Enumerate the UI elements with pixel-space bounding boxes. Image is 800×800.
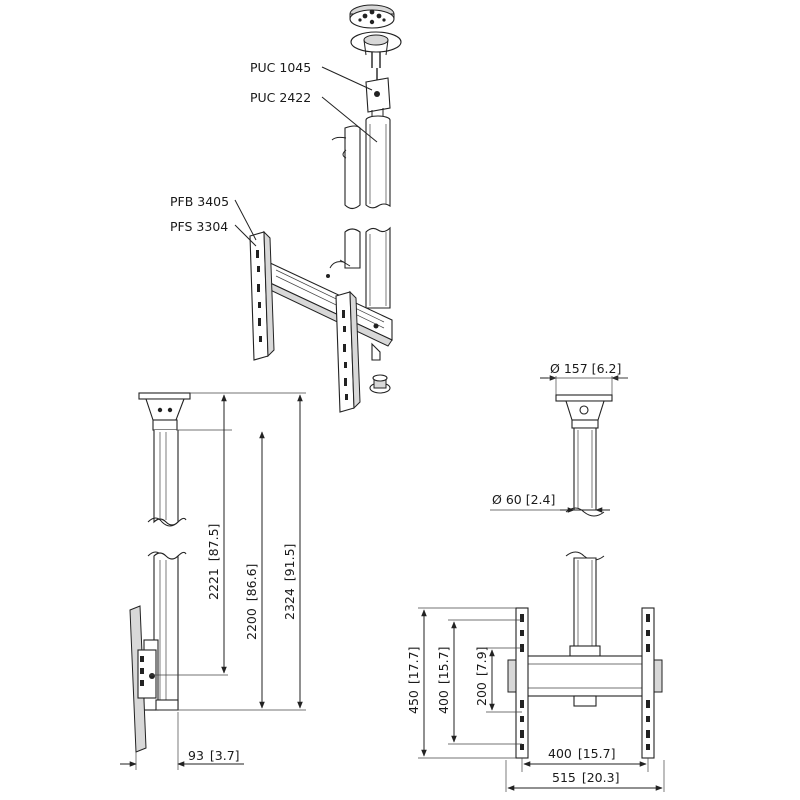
ceiling-plate-illustration <box>349 4 402 68</box>
dim-2324-mm: 2324 <box>282 588 297 620</box>
svg-text:200 [7.9]: 200 [7.9] <box>474 646 489 706</box>
dim-450-mm: 450 <box>406 690 421 714</box>
label-puc-1045: PUC 1045 <box>250 60 311 75</box>
front-view: Ø 157 [6.2] Ø 60 [2.4] <box>406 361 665 792</box>
dim-200-in: 7.9 <box>474 651 489 671</box>
dim-2200-mm: 2200 <box>244 608 259 640</box>
svg-text:2221 [87.5]: 2221 [87.5] <box>206 524 221 600</box>
svg-text:2200 [86.6]: 2200 [86.6] <box>244 564 259 640</box>
dim-2324-in: 91.5 <box>282 548 297 576</box>
label-pfs-3304: PFS 3304 <box>170 219 228 234</box>
coupling-puc-1045-illustration <box>365 68 391 118</box>
dim-200-mm: 200 <box>474 682 489 706</box>
dim-157-mm: 157 <box>564 361 588 376</box>
dim-60-in: 2.4 <box>531 492 551 507</box>
pole-upper-illustration <box>365 115 391 209</box>
front-strip-right <box>641 607 655 759</box>
dim-400v-in: 15.7 <box>436 651 451 679</box>
dim-515-in: 20.3 <box>587 770 615 785</box>
dia-symbol-60: Ø <box>492 492 502 507</box>
side-view: 2221 [87.5] 2200 [86.6] 2324 [91.5] 93 [… <box>120 392 306 770</box>
dim-450-in: 17.7 <box>406 651 421 679</box>
pole-lower-illustration <box>329 226 391 309</box>
dia-symbol-157: Ø <box>550 361 560 376</box>
svg-text:515 [20.3]: 515 [20.3] <box>552 770 619 785</box>
knob-illustration <box>369 374 391 394</box>
svg-text:400 [15.7]: 400 [15.7] <box>548 746 615 761</box>
dim-2221-mm: 2221 <box>206 568 221 600</box>
exploded-perspective-view: PUC 1045 PUC 2422 PFB 3405 PFS 3304 <box>170 4 402 413</box>
dim-93-in: 3.7 <box>215 748 235 763</box>
dim-157-in: 6.2 <box>597 361 617 376</box>
interface-strip-right-illustration <box>335 290 361 413</box>
label-pfb-3405: PFB 3405 <box>170 194 229 209</box>
cable-cover-upper-illustration <box>331 125 361 210</box>
svg-text:93 [3.7]: 93 [3.7] <box>188 748 240 763</box>
svg-text:Ø 60 [2.4]: Ø 60 [2.4] <box>492 492 555 507</box>
dim-2200-in: 86.6 <box>244 568 259 596</box>
svg-text:400 [15.7]: 400 [15.7] <box>436 647 451 714</box>
dim-2221-in: 87.5 <box>206 528 221 556</box>
front-strip-left <box>515 607 529 759</box>
svg-text:Ø 157 [6.2]: Ø 157 [6.2] <box>550 361 621 376</box>
svg-text:450 [17.7]: 450 [17.7] <box>406 647 421 714</box>
interface-strip-left-illustration <box>249 230 275 361</box>
dim-400v-mm: 400 <box>436 690 451 714</box>
svg-text:2324 [91.5]: 2324 [91.5] <box>282 544 297 620</box>
label-puc-2422: PUC 2422 <box>250 90 311 105</box>
side-ceiling-plate <box>138 392 191 400</box>
dim-515-mm: 515 <box>552 770 576 785</box>
dim-400h-in: 15.7 <box>583 746 611 761</box>
dim-400h-mm: 400 <box>548 746 572 761</box>
dim-93-mm: 93 <box>188 748 204 763</box>
crossbar-illustration <box>265 261 393 361</box>
dim-60-mm: 60 <box>506 492 522 507</box>
